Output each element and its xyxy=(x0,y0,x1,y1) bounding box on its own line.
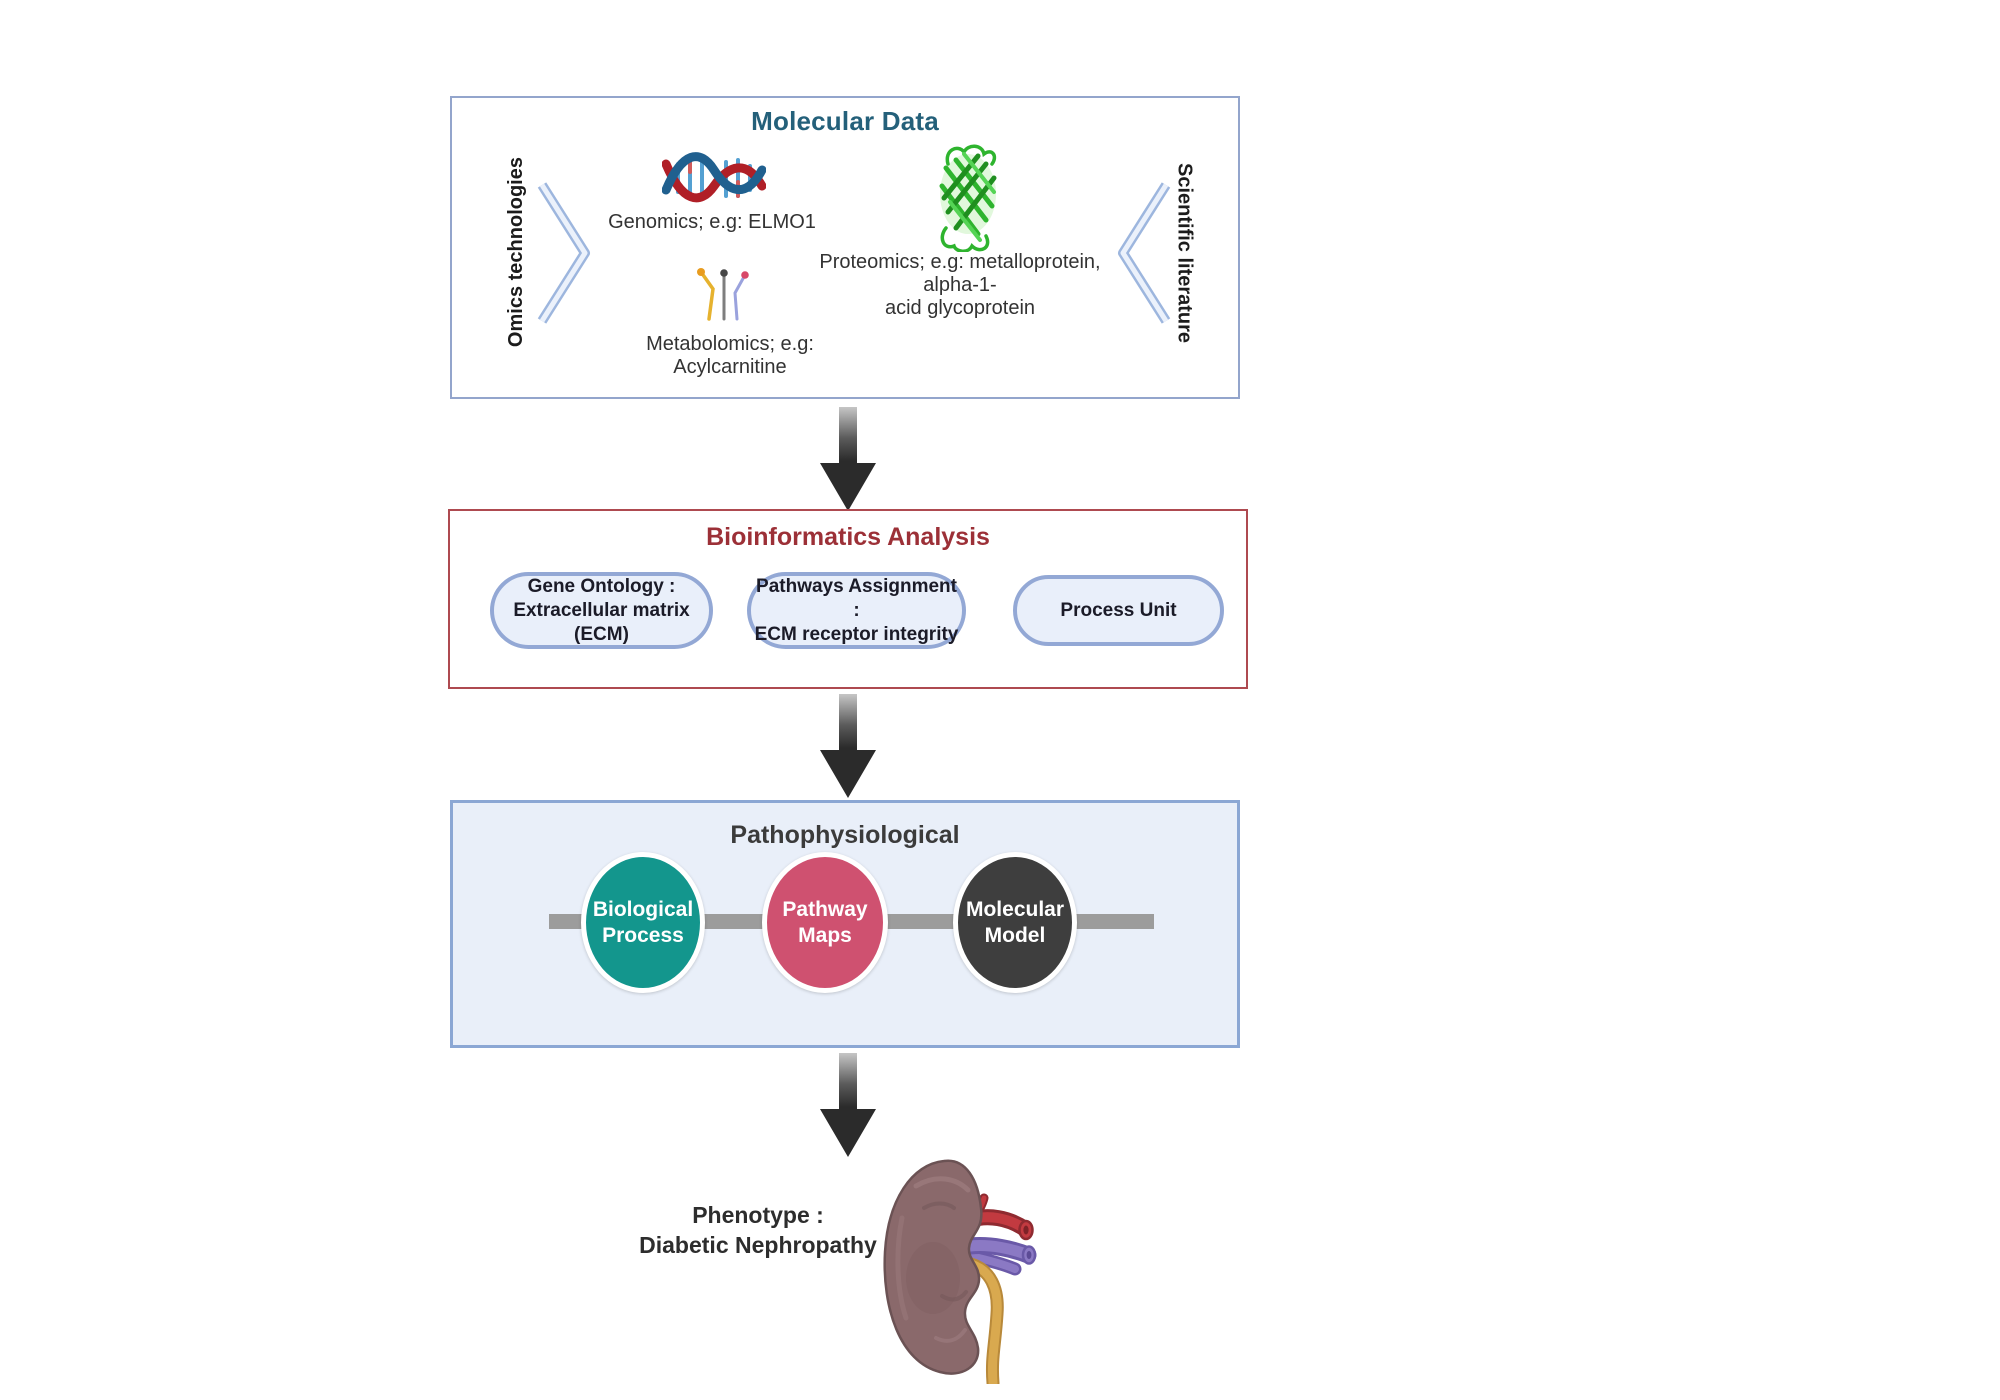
circle-biological-process: Biological Process xyxy=(581,852,705,993)
scientific-literature-label: Scientific literature xyxy=(1173,162,1196,344)
flow-arrow-icon xyxy=(820,407,876,511)
chevron-right-icon xyxy=(537,182,590,324)
proteomics-caption: Proteomics; e.g: metalloprotein, alpha-1… xyxy=(819,251,1101,319)
omics-technologies-label: Omics technologies xyxy=(504,157,527,348)
genomics-caption: Genomics; e.g: ELMO1 xyxy=(608,211,816,233)
bioinformatics-title: Bioinformatics Analysis xyxy=(706,523,990,551)
flow-arrow-icon xyxy=(820,694,876,798)
chevron-left-icon xyxy=(1118,182,1171,324)
flow-arrow-icon xyxy=(820,1053,876,1157)
molecular-data-title: Molecular Data xyxy=(751,106,939,136)
phenotype-label: Phenotype : Diabetic Nephropathy xyxy=(639,1202,877,1258)
pill-pathways-assignment: Pathways Assignment : ECM receptor integ… xyxy=(747,572,966,649)
pathophysiological-title: Pathophysiological xyxy=(730,821,960,849)
pill-process-unit: Process Unit xyxy=(1013,575,1224,646)
dna-icon xyxy=(662,152,766,203)
protein-ribbon-icon xyxy=(939,144,997,252)
circle-pathway-maps: Pathway Maps xyxy=(762,852,888,993)
pill-gene-ontology: Gene Ontology : Extracellular matrix (EC… xyxy=(490,572,713,649)
circle-molecular-model: Molecular Model xyxy=(953,852,1077,993)
metabolomics-caption: Metabolomics; e.g: Acylcarnitine xyxy=(646,333,814,378)
metabolite-pins-icon xyxy=(697,268,749,321)
kidney-icon xyxy=(883,1159,1037,1384)
